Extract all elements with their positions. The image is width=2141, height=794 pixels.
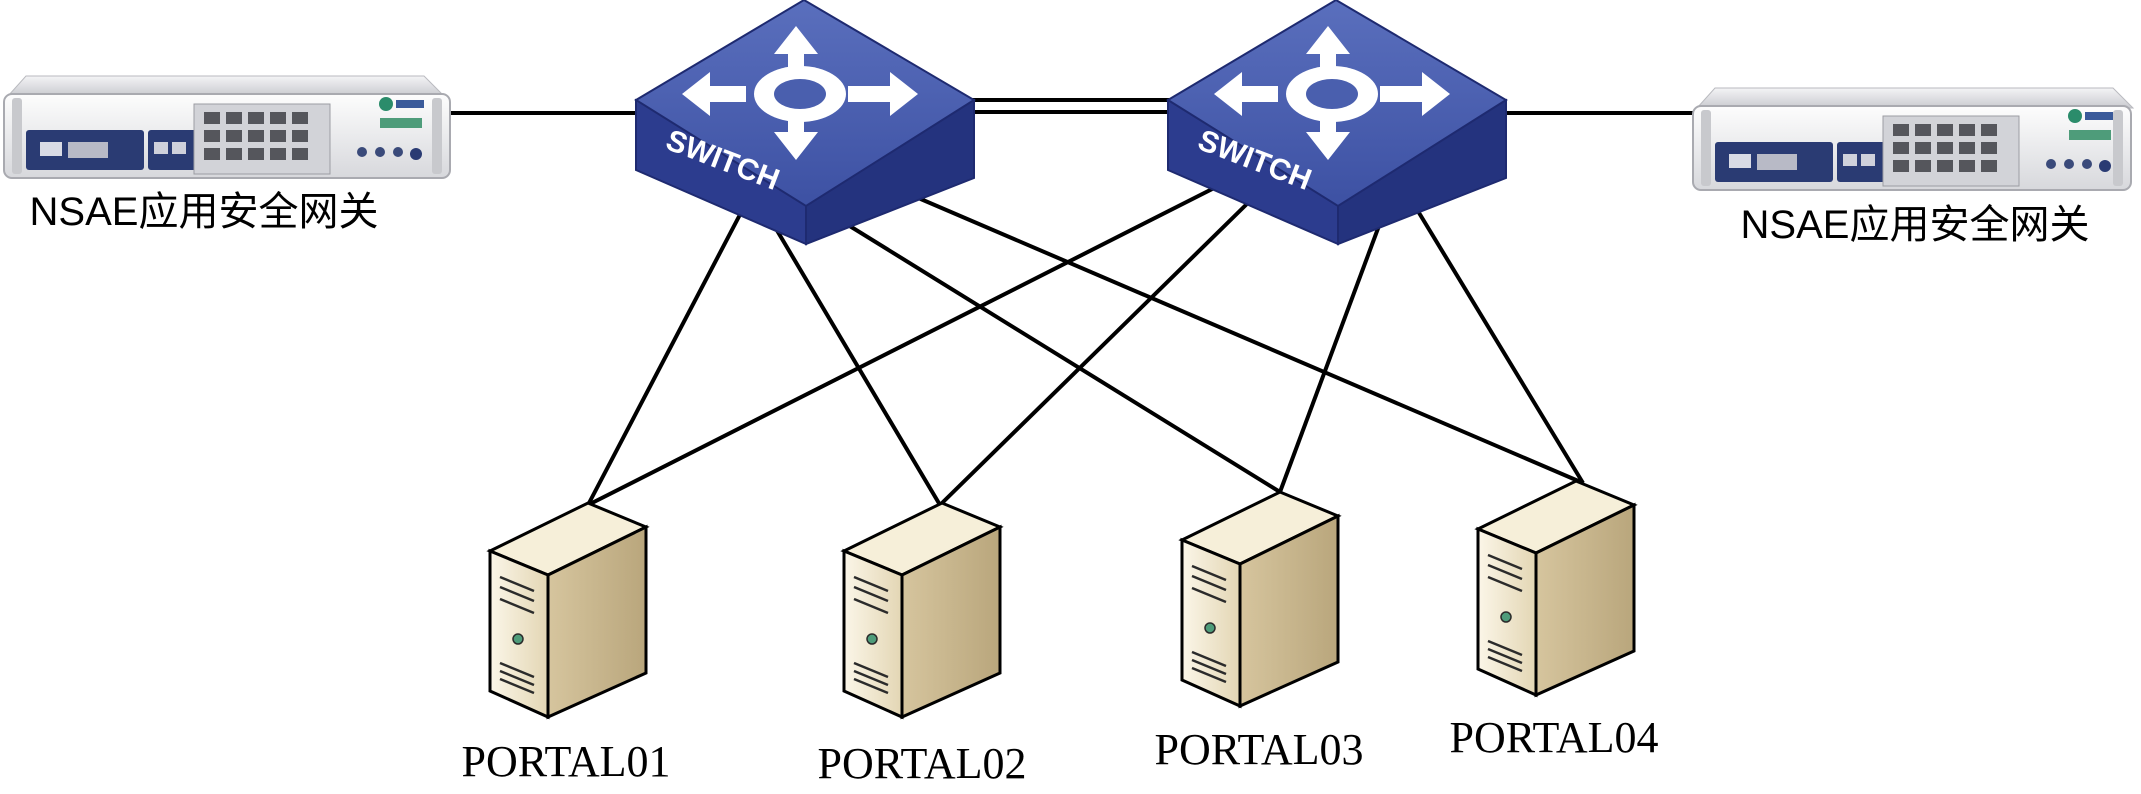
switch-left: SWITCH (634, 0, 976, 246)
server-portal04-label: PORTAL04 (1450, 713, 1659, 762)
gateway-device-icon (3, 75, 451, 179)
link-switch-right-to-portal01 (587, 178, 1231, 507)
server-portal03-label: PORTAL03 (1155, 725, 1364, 774)
link-switch-right-to-portal04 (1408, 196, 1585, 485)
gateway-right (1692, 87, 2135, 191)
link-switch-left-to-portal03 (838, 218, 1282, 494)
gateway-device-icon (1692, 87, 2135, 191)
server-portal01-label: PORTAL01 (462, 737, 671, 786)
server-portal04 (1474, 479, 1638, 698)
four-way-arrows-icon (1214, 26, 1450, 160)
server-tower-icon (1178, 490, 1342, 709)
switch-right: SWITCH (1166, 0, 1508, 246)
server-portal01 (486, 501, 650, 720)
gateway-right-label: NSAE应用安全网关 (1741, 203, 2090, 247)
server-tower-icon (840, 501, 1004, 720)
server-portal02-label: PORTAL02 (818, 739, 1027, 788)
link-switch-right-to-portal02 (938, 194, 1257, 507)
switch-icon (1166, 0, 1508, 246)
switch-icon (634, 0, 976, 246)
gateway-left-label: NSAE应用安全网关 (30, 190, 379, 234)
link-switch-left-to-portal01 (586, 204, 747, 506)
link-switch-left-to-portal02 (770, 220, 942, 507)
link-switch-left-to-portal04 (894, 186, 1584, 485)
link-switch-right-to-portal03 (1278, 214, 1385, 493)
server-portal03 (1178, 490, 1342, 709)
server-tower-icon (1474, 479, 1638, 698)
gateway-left (3, 75, 451, 179)
four-way-arrows-icon (682, 26, 918, 160)
connections (448, 98, 1695, 507)
server-tower-icon (486, 501, 650, 720)
server-portal02 (840, 501, 1004, 720)
